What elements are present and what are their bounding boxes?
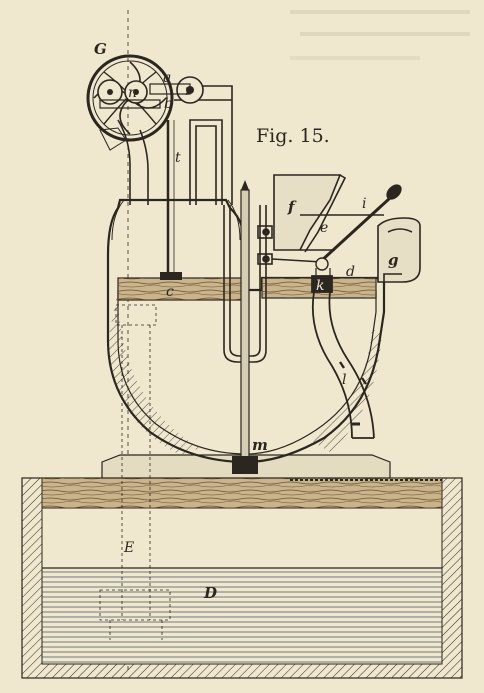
vertical-rod-m bbox=[232, 180, 258, 474]
label-D: D bbox=[203, 584, 217, 602]
label-G: G bbox=[94, 40, 107, 58]
label-n: n bbox=[128, 85, 137, 101]
hopper bbox=[257, 174, 384, 265]
bleed-through-text bbox=[290, 10, 470, 60]
label-i: i bbox=[362, 196, 366, 212]
dashed-piston bbox=[99, 304, 171, 640]
lever-i bbox=[315, 184, 402, 279]
pipe-l bbox=[311, 275, 375, 439]
label-c: c bbox=[166, 284, 174, 300]
water-tank bbox=[41, 567, 443, 665]
label-r: r bbox=[185, 83, 193, 99]
plate-c bbox=[117, 272, 377, 301]
label-l: l bbox=[342, 372, 346, 388]
label-b: b bbox=[164, 96, 173, 112]
figure-title: Fig. 15. bbox=[256, 125, 330, 147]
label-m: m bbox=[252, 436, 268, 454]
label-e: e bbox=[320, 220, 328, 236]
label-E: E bbox=[123, 540, 134, 556]
label-d: d bbox=[346, 264, 355, 280]
label-a: a bbox=[163, 70, 171, 86]
label-g: g bbox=[388, 251, 399, 269]
label-k: k bbox=[316, 278, 324, 294]
label-f: f bbox=[287, 198, 297, 216]
label-t: t bbox=[175, 150, 181, 166]
trough-g bbox=[377, 217, 421, 283]
wooden-plank bbox=[41, 477, 443, 509]
flywheel-g bbox=[86, 54, 204, 151]
